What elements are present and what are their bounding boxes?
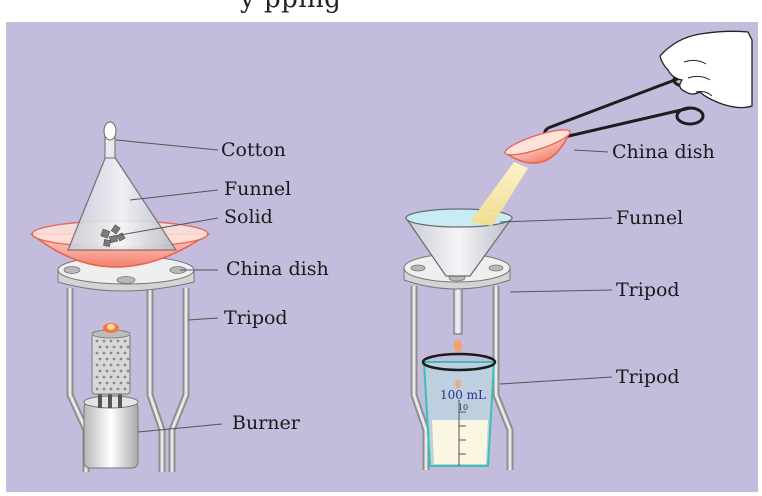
right-apparatus: 100 mL 10 (404, 31, 752, 470)
beaker: 100 mL 10 (423, 354, 495, 466)
burner-mesh-dot (113, 370, 116, 373)
burner-mesh-dot (106, 346, 109, 349)
label-china-dish-left: China dish (226, 258, 329, 280)
label-funnel-left: Funnel (224, 178, 291, 200)
burner-mesh-dot (106, 382, 109, 385)
beaker-volume-label: 100 mL (440, 388, 486, 402)
burner-mesh-dot (117, 364, 120, 367)
burner-mesh-dot (124, 352, 127, 355)
burner-mesh-dot (127, 346, 130, 349)
burner-mesh-dot (96, 376, 99, 379)
burner-mesh-dot (103, 376, 106, 379)
label-funnel-right: Funnel (616, 207, 683, 229)
burner-mesh-dot (103, 340, 106, 343)
label-tripod-right-bottom: Tripod (616, 366, 680, 388)
beaker-mark: 10 (458, 403, 468, 412)
burner-mesh-dot (99, 370, 102, 373)
label-solid: Solid (224, 206, 273, 228)
burner-mesh-dot (96, 352, 99, 355)
label-tripod-left: Tripod (224, 307, 288, 329)
burner-mesh-dot (127, 370, 130, 373)
burner-mesh-dot (117, 388, 120, 391)
burner-mesh-dot (99, 346, 102, 349)
burner-mesh-dot (120, 370, 123, 373)
burner-mesh-dot (117, 376, 120, 379)
burner-mesh-dot (96, 364, 99, 367)
burner-mesh-dot (99, 382, 102, 385)
burner-mesh-dot (110, 364, 113, 367)
burner-mesh-dot (120, 346, 123, 349)
burner-mesh-dot (124, 340, 127, 343)
burner-mesh-dot (113, 382, 116, 385)
label-china-dish-right: China dish (612, 141, 715, 163)
burner-mesh-dot (96, 340, 99, 343)
burner (84, 323, 138, 468)
burner-mesh-dot (103, 388, 106, 391)
burner-mesh-dot (110, 388, 113, 391)
burner-mesh-dot (110, 340, 113, 343)
burner-mesh-dot (99, 358, 102, 361)
burner-mesh-dot (113, 358, 116, 361)
burner-mesh-dot (110, 352, 113, 355)
burner-mesh-dot (103, 364, 106, 367)
label-cotton: Cotton (221, 139, 286, 161)
burner-mesh-dot (120, 358, 123, 361)
burner-mesh-dot (117, 352, 120, 355)
label-tripod-right-top: Tripod (616, 279, 680, 301)
burner-mesh-dot (113, 346, 116, 349)
burner-mesh-dot (124, 376, 127, 379)
burner-mesh-dot (124, 388, 127, 391)
burner-mesh-dot (110, 376, 113, 379)
left-apparatus (32, 122, 208, 472)
funnel-left (68, 122, 176, 250)
burner-mesh-dot (96, 388, 99, 391)
cotton-plug (104, 122, 116, 140)
burner-mesh-dot (106, 358, 109, 361)
burner-mesh-dot (106, 370, 109, 373)
burner-mesh-dot (127, 382, 130, 385)
burner-mesh-dot (124, 364, 127, 367)
burner-mesh-dot (117, 340, 120, 343)
burner-mesh-dot (103, 352, 106, 355)
label-burner: Burner (232, 412, 301, 434)
burner-mesh-dot (127, 358, 130, 361)
hand-icon (660, 31, 752, 107)
burner-mesh-dot (120, 382, 123, 385)
